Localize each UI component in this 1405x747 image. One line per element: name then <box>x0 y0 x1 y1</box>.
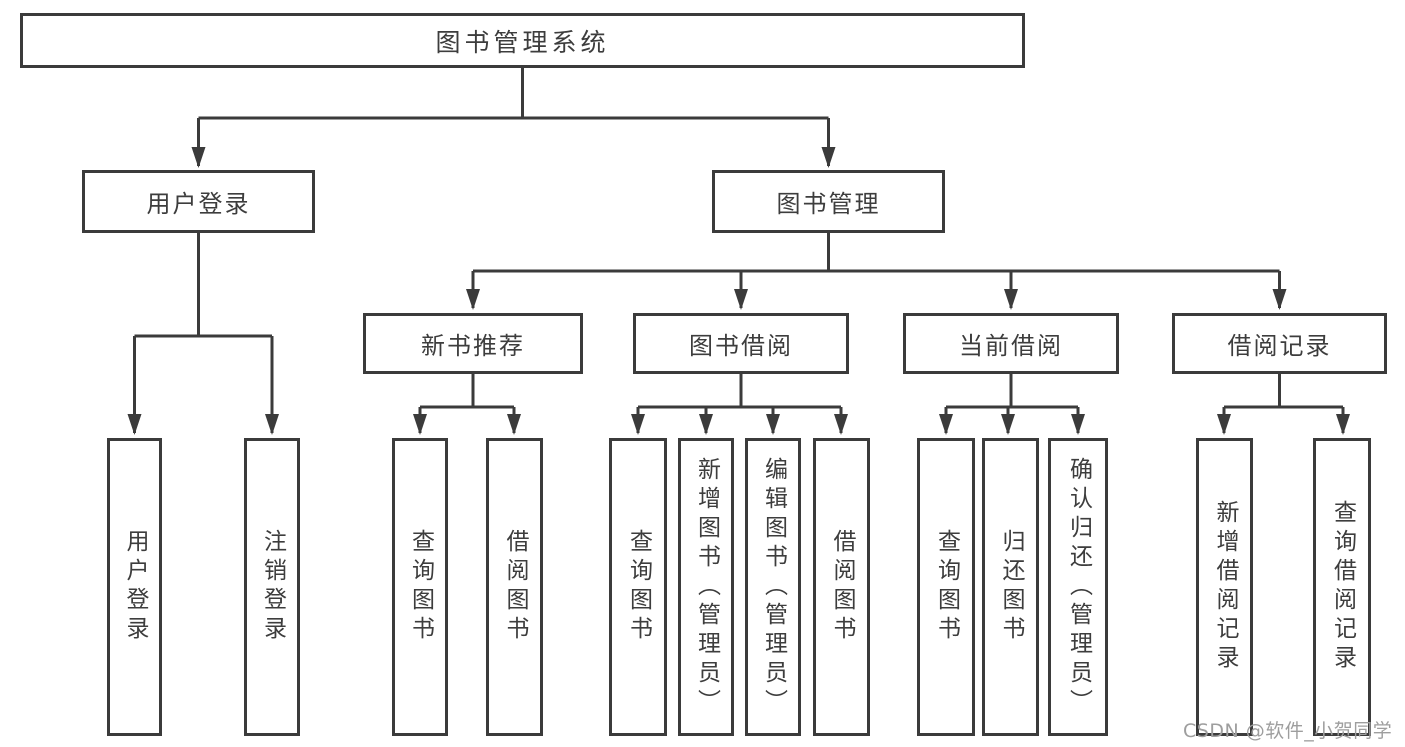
node-borrowing-records: 借阅记录 <box>1172 313 1387 374</box>
node-book-management-system: 图书管理系统 <box>20 13 1025 68</box>
node-book-management: 图书管理 <box>712 170 945 233</box>
leaf-add-borrow-record: 新增借阅记录 <box>1196 438 1253 736</box>
csdn-watermark: CSDN @软件_小贺同学 <box>1183 720 1393 742</box>
leaf-query-books: 查询图书 <box>392 438 448 736</box>
leaf-add-books-admin: 新增图书（管理员） <box>678 438 734 736</box>
leaf-borrow-books: 借阅图书 <box>486 438 543 736</box>
leaf-query-books: 查询图书 <box>609 438 667 736</box>
leaf-borrow-books: 借阅图书 <box>813 438 870 736</box>
leaf-query-borrow-record: 查询借阅记录 <box>1313 438 1371 736</box>
leaf-query-books: 查询图书 <box>917 438 975 736</box>
leaf-confirm-return-admin: 确认归还（管理员） <box>1048 438 1108 736</box>
node-current-borrowing: 当前借阅 <box>903 313 1119 374</box>
node-new-book-recommend: 新书推荐 <box>363 313 583 374</box>
node-book-borrowing: 图书借阅 <box>633 313 849 374</box>
leaf-user-login: 用户登录 <box>107 438 162 736</box>
leaf-edit-books-admin: 编辑图书（管理员） <box>745 438 801 736</box>
leaf-logout: 注销登录 <box>244 438 300 736</box>
node-user-login: 用户登录 <box>82 170 315 233</box>
leaf-return-books: 归还图书 <box>982 438 1039 736</box>
